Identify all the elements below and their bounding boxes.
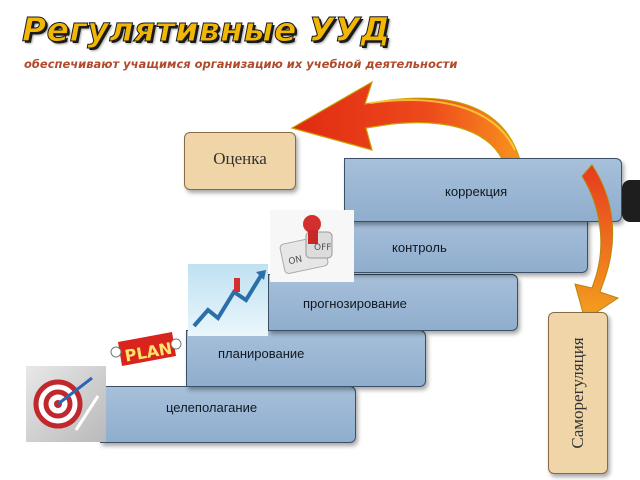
step-forecasting-label: прогнозирование — [303, 296, 407, 311]
target-icon — [26, 366, 106, 442]
evaluation-label: Оценка — [213, 149, 267, 168]
step-planning-label: планирование — [218, 346, 305, 361]
step-correction-label: коррекция — [445, 184, 508, 199]
evaluation-box: Оценка — [184, 132, 296, 190]
step-goal-setting-label: целеполагание — [166, 400, 258, 415]
step-control-label: контроль — [392, 240, 447, 255]
svg-text:ON: ON — [288, 255, 304, 268]
self-regulation-label: Саморегуляция — [568, 337, 587, 449]
self-regulation-box: Саморегуляция — [548, 312, 608, 474]
step-forecasting — [268, 274, 518, 331]
page-subtitle: обеспечивают учащимся организацию их уче… — [24, 57, 458, 71]
step-correction — [344, 158, 622, 222]
dark-silhouette-shape — [622, 180, 640, 222]
svg-text:OFF: OFF — [314, 243, 331, 253]
control-icon: ON OFF — [270, 210, 354, 282]
page-title: Регулятивные УУД — [22, 10, 391, 50]
step-planning — [186, 330, 426, 387]
plan-icon: PLAN — [110, 322, 182, 372]
growth-chart-icon — [188, 264, 268, 336]
